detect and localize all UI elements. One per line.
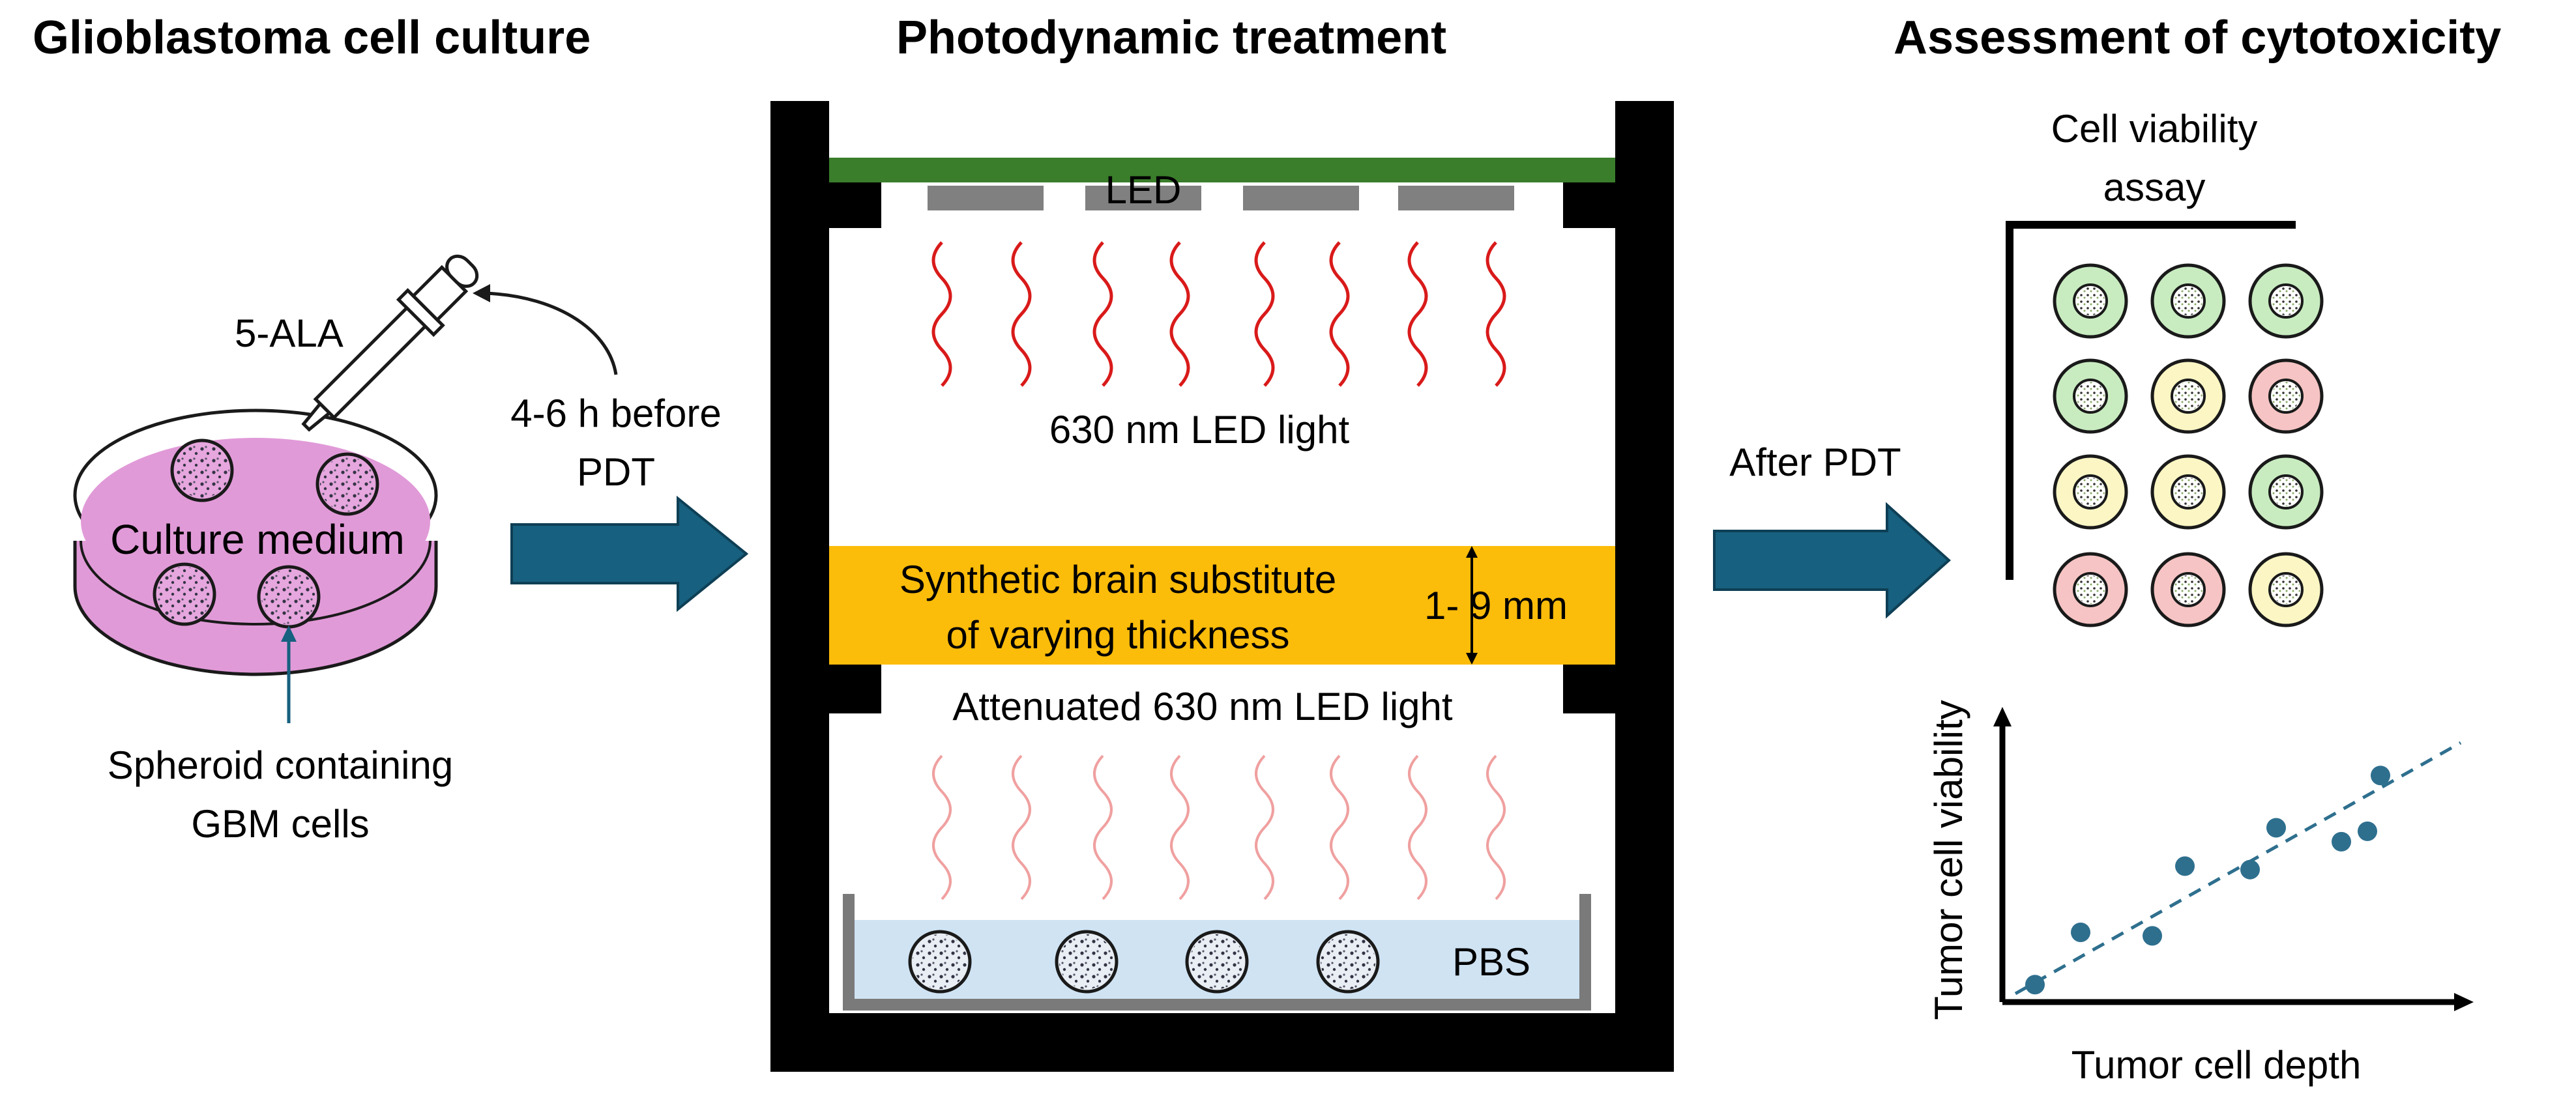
- data-point: [2358, 821, 2377, 841]
- flow-arrow-2: [1713, 502, 1951, 619]
- attenuated-light-wave: [1012, 754, 1031, 900]
- pbs-tray: [843, 894, 1591, 1011]
- assay-line1: Cell viability: [2051, 107, 2258, 151]
- data-point: [2143, 926, 2162, 946]
- flow-arrow-1: [510, 495, 749, 612]
- well-cells-texture: [2174, 575, 2203, 604]
- light-wave: [1407, 241, 1428, 387]
- attenuated-light-wave: [1170, 754, 1190, 900]
- device-wall-right: [1615, 101, 1674, 1072]
- data-point: [2071, 923, 2090, 942]
- light-wave: [1092, 241, 1113, 387]
- culture-dish: Culture medium: [73, 409, 438, 676]
- well-cells-texture: [2076, 382, 2105, 410]
- well-cells-texture: [2076, 287, 2105, 315]
- well-cells-texture: [2272, 287, 2300, 315]
- spheroid-label-line2: GBM cells: [191, 802, 369, 846]
- led-label: LED: [1105, 168, 1182, 212]
- timing-arrow: [485, 291, 618, 375]
- led-chip: [1243, 186, 1359, 210]
- attenuated-light-wave: [1486, 754, 1506, 900]
- spheroid-label-line1: Spheroid containing: [108, 743, 453, 787]
- title-middle: Photodynamic treatment: [896, 12, 1446, 64]
- reagent-label: 5-ALA: [235, 311, 344, 355]
- title-right: Assessment of cytotoxicity: [1894, 12, 2501, 64]
- well-cells-texture: [2076, 478, 2105, 506]
- pbs-label: PBS: [1452, 940, 1530, 984]
- well-plate-frame: [2006, 221, 2296, 580]
- led-board: [829, 158, 1615, 182]
- timing-line1: 4-6 h before: [510, 392, 722, 435]
- attenuated-label: Attenuated 630 nm LED light: [952, 685, 1452, 728]
- light-wave: [1329, 241, 1350, 387]
- device-wall-left: [770, 101, 829, 1072]
- well-plate: [2053, 263, 2324, 627]
- treatment-device: [770, 101, 1674, 1072]
- light-wave: [1169, 241, 1190, 387]
- well-cells-texture: [2272, 575, 2300, 604]
- data-point: [2371, 766, 2390, 786]
- attenuated-light-wave: [1255, 754, 1274, 900]
- device-floor: [770, 1013, 1674, 1072]
- substitute-line1: Synthetic brain substitute: [900, 558, 1336, 601]
- y-axis-label: Tumor cell viability: [1927, 700, 1970, 1020]
- data-point: [2025, 975, 2045, 995]
- light-wave: [1254, 241, 1275, 387]
- dropper-icon: [301, 254, 479, 432]
- well-cells-texture: [2076, 575, 2105, 604]
- data-point: [2240, 859, 2260, 880]
- viability-chart: Tumor cell depth Tumor cell viability: [1927, 700, 2474, 1087]
- led-chip: [1085, 186, 1201, 210]
- led-chip: [1398, 186, 1514, 210]
- trend-line: [2014, 741, 2462, 996]
- well-cells-texture: [2272, 478, 2300, 506]
- well-cells-texture: [2174, 382, 2203, 410]
- well-cells-texture: [2174, 478, 2203, 506]
- well-cells-texture: [2174, 287, 2203, 315]
- attenuated-light-wave: [1408, 754, 1427, 900]
- data-point: [2332, 831, 2351, 852]
- attenuated-light-waves: [932, 754, 1506, 900]
- attenuated-light-wave: [1330, 754, 1349, 900]
- led-light-waves: [931, 241, 1506, 387]
- after-pdt-label: After PDT: [1729, 440, 1901, 484]
- light-label: 630 nm LED light: [1049, 408, 1350, 452]
- light-wave: [931, 241, 952, 387]
- attenuated-light-wave: [1093, 754, 1113, 900]
- brain-substitute-layer: [829, 546, 1615, 665]
- data-point: [2175, 856, 2195, 876]
- thickness-label: 1- 9 mm: [1424, 584, 1568, 627]
- data-points: [2025, 766, 2390, 995]
- title-left: Glioblastoma cell culture: [33, 12, 591, 64]
- light-wave: [1011, 241, 1032, 387]
- timing-line2: PDT: [577, 450, 655, 494]
- assay-line2: assay: [2103, 165, 2206, 209]
- light-wave: [1486, 241, 1506, 387]
- dish-label: Culture medium: [110, 516, 405, 563]
- x-axis-label: Tumor cell depth: [2071, 1043, 2362, 1087]
- pbs-spheroids: [908, 930, 1380, 994]
- led-chip: [928, 186, 1044, 210]
- data-point: [2266, 818, 2286, 838]
- substitute-line2: of varying thickness: [946, 613, 1290, 657]
- attenuated-light-wave: [932, 754, 952, 900]
- well-cells-texture: [2272, 382, 2300, 410]
